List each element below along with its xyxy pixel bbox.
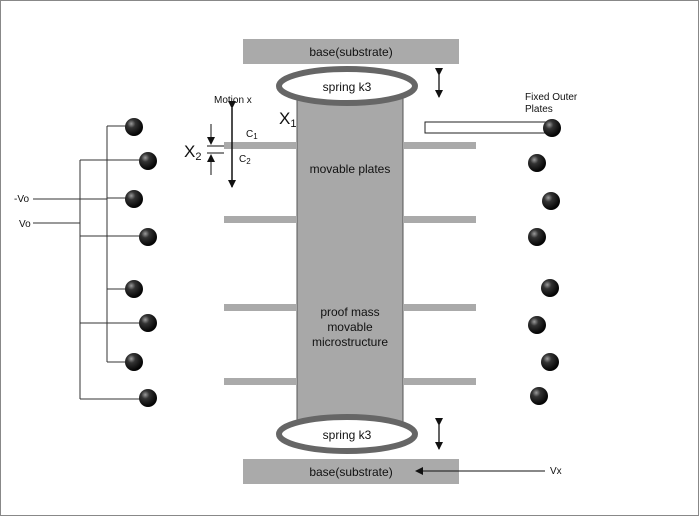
x2-gap-indicator bbox=[207, 124, 224, 175]
movable-plate bbox=[404, 378, 476, 385]
c2-label: C2 bbox=[239, 154, 251, 166]
left-wiring bbox=[33, 125, 140, 400]
spring-bottom-label: spring k3 bbox=[323, 428, 372, 442]
left-electrode bbox=[139, 389, 157, 407]
neg-vo-label: -Vo bbox=[14, 194, 29, 205]
movable-plate bbox=[404, 304, 476, 311]
x2-label: X2 bbox=[184, 142, 201, 163]
right-electrode bbox=[541, 279, 559, 297]
spring-top: spring k3 bbox=[276, 66, 418, 106]
motion-x-label: Motion x bbox=[214, 95, 252, 106]
base-top: base(substrate) bbox=[243, 39, 459, 64]
base-bottom-label: base(substrate) bbox=[309, 465, 392, 479]
fixed-outer-plate bbox=[424, 121, 548, 134]
right-electrode bbox=[528, 154, 546, 172]
spring-top-label: spring k3 bbox=[323, 80, 372, 94]
spring-bottom: spring k3 bbox=[276, 414, 418, 454]
movable-plate bbox=[404, 216, 476, 223]
movable-plate bbox=[404, 142, 476, 149]
fixed-outer-plates-label-line1: Fixed Outer bbox=[525, 92, 578, 103]
base-top-label: base(substrate) bbox=[309, 45, 392, 59]
right-electrodes bbox=[528, 119, 561, 405]
left-electrode bbox=[139, 152, 157, 170]
movable-plates-label: movable plates bbox=[310, 162, 391, 176]
right-electrode bbox=[541, 353, 559, 371]
vo-label: Vo bbox=[19, 219, 31, 230]
fixed-outer-plates-label-line2: Plates bbox=[525, 104, 553, 115]
right-electrode bbox=[530, 387, 548, 405]
movable-plate bbox=[224, 142, 296, 149]
left-electrode bbox=[125, 280, 143, 298]
left-electrode bbox=[139, 314, 157, 332]
c1-label: C1 bbox=[246, 129, 258, 141]
left-electrode bbox=[125, 118, 143, 136]
proof-mass-line-1: proof mass bbox=[320, 305, 379, 319]
right-electrode bbox=[543, 119, 561, 137]
base-bottom: base(substrate) bbox=[243, 459, 459, 484]
proof-mass bbox=[296, 94, 404, 431]
left-electrodes bbox=[125, 118, 157, 407]
right-electrode bbox=[542, 192, 560, 210]
left-electrode bbox=[125, 353, 143, 371]
vx-label: Vx bbox=[550, 466, 562, 477]
proof-mass-line-3: microstructure bbox=[312, 335, 388, 349]
left-electrode bbox=[139, 228, 157, 246]
movable-plate bbox=[224, 216, 296, 223]
left-electrode bbox=[125, 190, 143, 208]
movable-plate bbox=[224, 304, 296, 311]
right-electrode bbox=[528, 316, 546, 334]
movable-plates-group bbox=[224, 142, 476, 385]
proof-mass-line-2: movable bbox=[327, 320, 373, 334]
right-electrode bbox=[528, 228, 546, 246]
x1-label: X1 bbox=[279, 109, 296, 130]
movable-plate bbox=[224, 378, 296, 385]
